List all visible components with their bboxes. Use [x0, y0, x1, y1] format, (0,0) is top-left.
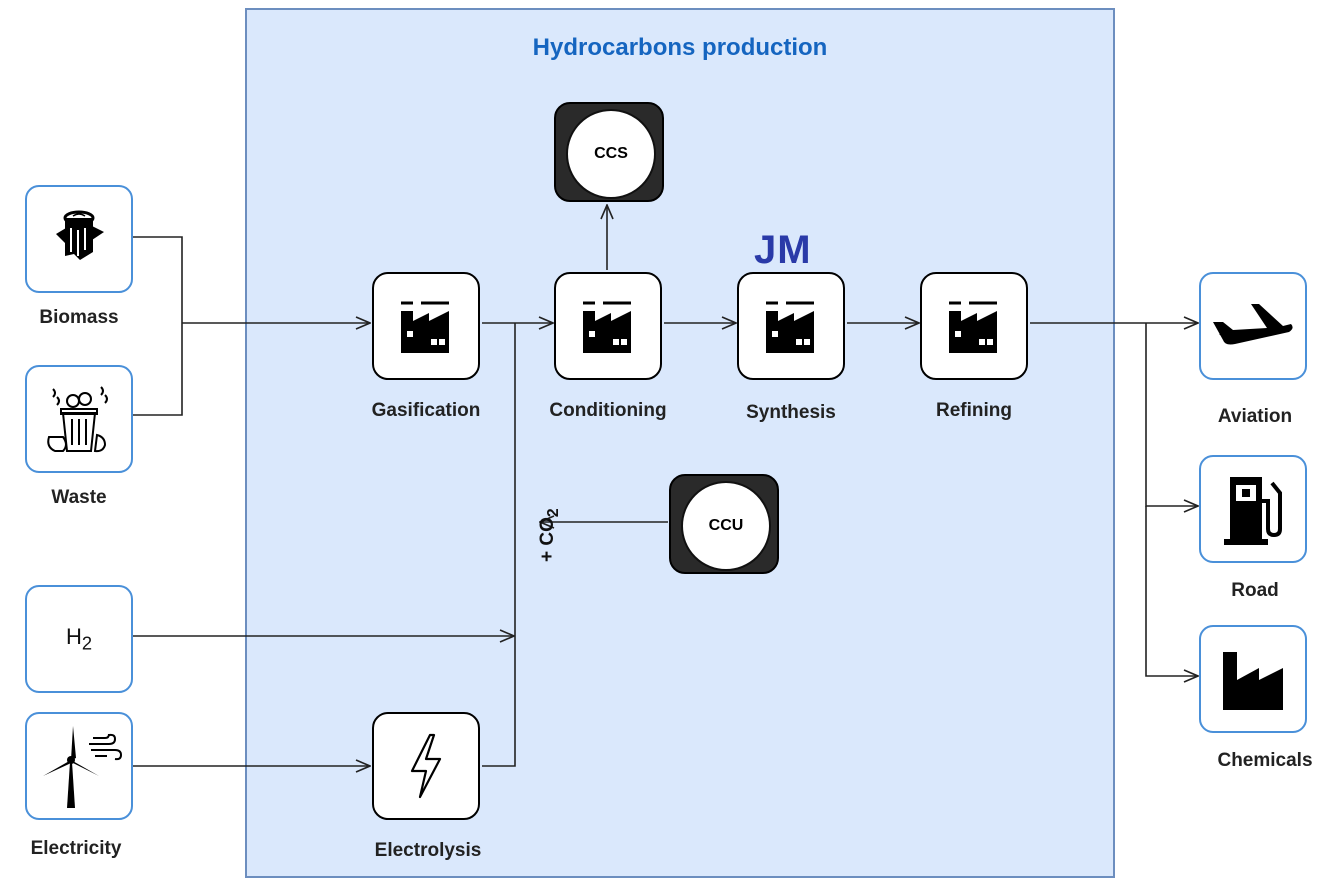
road-box	[1199, 455, 1307, 563]
biomass-line	[133, 236, 183, 416]
conditioning-box	[554, 272, 662, 380]
factory-icon	[766, 301, 814, 353]
airplane-icon	[1213, 304, 1293, 345]
aviation-box	[1199, 272, 1307, 380]
aviation-label: Aviation	[1217, 406, 1293, 427]
jm-logo: JM	[754, 228, 812, 272]
synthesis-label: Synthesis	[746, 402, 836, 423]
hydrogen-box: H2	[25, 585, 133, 693]
electricity-label: Electricity	[30, 838, 122, 859]
road-label: Road	[1231, 580, 1279, 601]
log-icon	[56, 210, 104, 260]
fuel-pump-icon	[1224, 477, 1282, 545]
electrolysis-label: Electrolysis	[374, 840, 482, 861]
ccs-box: CCS	[554, 102, 664, 202]
biomass-box	[25, 185, 133, 293]
factory-icon	[949, 301, 997, 353]
waste-label: Waste	[51, 487, 107, 508]
wind-turbine-icon	[43, 726, 123, 808]
co2-label: + CO2	[537, 508, 562, 562]
refining-box	[920, 272, 1028, 380]
synthesis-box	[737, 272, 845, 380]
factory-icon	[583, 301, 631, 353]
gasification-label: Gasification	[371, 400, 481, 421]
chemicals-label: Chemicals	[1217, 750, 1313, 771]
chemicals-box	[1199, 625, 1307, 733]
ccu-circle: CCU	[681, 481, 771, 571]
conditioning-label: Conditioning	[549, 400, 667, 421]
feed-bus	[482, 323, 516, 767]
waste-box	[25, 365, 133, 473]
lightning-icon	[410, 733, 442, 799]
electricity-box	[25, 712, 133, 820]
biomass-label: Biomass	[39, 307, 119, 328]
zone-title: Hydrocarbons production	[532, 34, 828, 61]
ccu-box: CCU	[669, 474, 779, 574]
factory-icon	[401, 301, 449, 353]
refining-label: Refining	[936, 400, 1012, 421]
ccs-circle: CCS	[566, 109, 656, 199]
hydrogen-label: H2	[65, 623, 93, 654]
electrolysis-box	[372, 712, 480, 820]
trash-icon	[47, 386, 108, 453]
factory-icon	[1223, 652, 1283, 710]
output-branch-chemicals	[1145, 506, 1198, 676]
gasification-box	[372, 272, 480, 380]
